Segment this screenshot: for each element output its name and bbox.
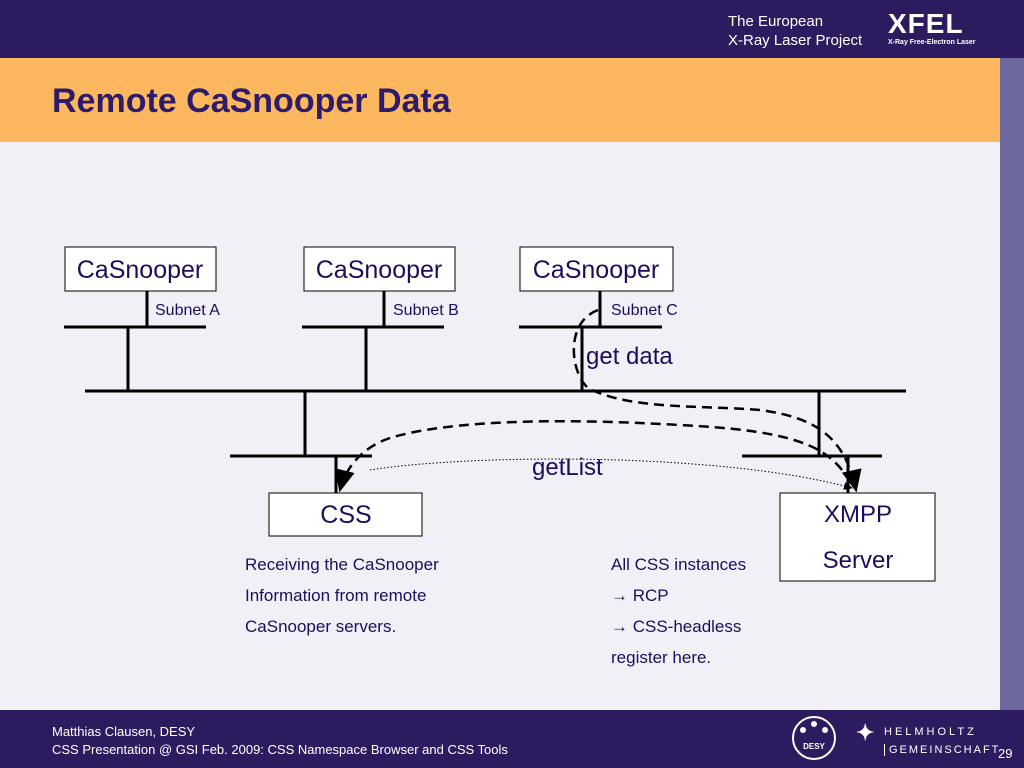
get-data-label: get data	[586, 343, 673, 370]
getlist-arrow	[369, 458, 853, 490]
brand-text: The European X-Ray Laser Project	[728, 12, 862, 50]
xfel-logo-text: XFEL	[888, 8, 964, 39]
subnet-label-c: Subnet C	[611, 302, 678, 319]
xmpp-box-line-1: XMPP	[824, 501, 892, 528]
casnooper-label-b: CaSnooper	[316, 256, 442, 284]
css-box	[268, 492, 423, 537]
header-bar: The European X-Ray Laser Project XFEL X-…	[0, 0, 1024, 58]
page-number: 29	[998, 746, 1013, 761]
subnet-label-a: Subnet A	[155, 302, 220, 319]
right-accent-strip	[1000, 58, 1024, 710]
slide-content: CaSnooper CaSnooper CaSnooper Subnet A S…	[0, 142, 1000, 710]
casnooper-label-a: CaSnooper	[77, 256, 203, 284]
xmpp-note-line-3: → CSS-headless	[611, 617, 741, 636]
network-diagram: CaSnooper CaSnooper CaSnooper Subnet A S…	[64, 246, 936, 667]
xmpp-note-line-2: → RCP	[611, 586, 669, 605]
desy-logo-icon: DESY	[792, 716, 836, 760]
xmpp-note-line-1: All CSS instances	[611, 555, 746, 574]
xmpp-server-box	[779, 492, 936, 582]
helmholtz-line-2: GEMEINSCHAFT	[884, 744, 1000, 756]
slide-title: Remote CaSnooper Data	[52, 82, 451, 120]
css-note-line-1: Receiving the CaSnooper	[245, 555, 439, 574]
casnooper-label-c: CaSnooper	[533, 256, 659, 284]
footer-event: CSS Presentation @ GSI Feb. 2009: CSS Na…	[52, 742, 508, 757]
footer-author: Matthias Clausen, DESY	[52, 724, 196, 739]
casnooper-box-c	[519, 246, 674, 292]
css-box-label: CSS	[320, 501, 371, 529]
xfel-logo-subtext: X-Ray Free-Electron Laser	[888, 39, 976, 46]
css-note-line-3: CaSnooper servers.	[245, 617, 396, 636]
casnooper-box-a	[64, 246, 217, 292]
subnet-label-b: Subnet B	[393, 302, 459, 319]
get-data-arrow	[572, 308, 862, 493]
return-data-arrow	[335, 420, 843, 493]
helmholtz-logo: ✦ HELMHOLTZ GEMEINSCHAFT	[856, 720, 998, 762]
xmpp-note-line-4: register here.	[611, 648, 711, 667]
helmholtz-line-1: HELMHOLTZ	[884, 726, 977, 738]
title-band	[0, 58, 1000, 142]
xfel-logo: XFEL X-Ray Free-Electron Laser	[888, 8, 988, 47]
xmpp-box-line-2: Server	[823, 547, 894, 574]
brand-line-1: The European	[728, 13, 824, 30]
casnooper-box-b	[303, 246, 456, 292]
footer-bar: Matthias Clausen, DESY CSS Presentation …	[0, 710, 1024, 768]
css-note-line-2: Information from remote	[245, 586, 426, 605]
brand-line-2: X-Ray Laser Project	[728, 32, 863, 49]
helmholtz-mark-icon: ✦	[856, 720, 875, 745]
getlist-label: getList	[532, 454, 603, 481]
desy-logo-text: DESY	[803, 742, 825, 751]
